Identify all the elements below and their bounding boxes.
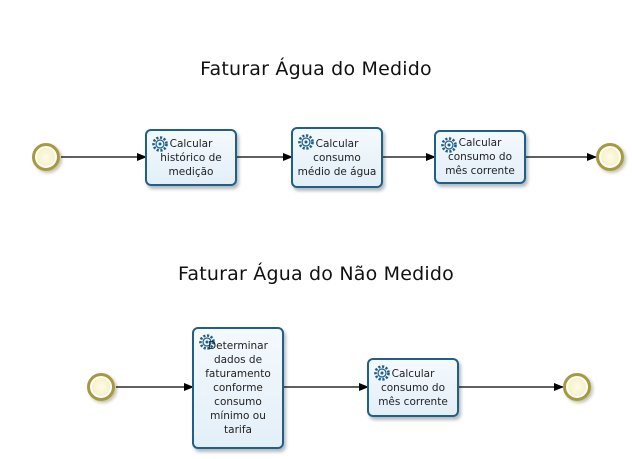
task-label: Calcular consumo do mês corrente (378, 367, 448, 408)
task-calcular-consumo-do-mes-corrente[interactable]: Calcular consumo do mês corrente (434, 130, 526, 184)
gear-icon (374, 365, 390, 381)
task-label: Calcular histórico de medição (160, 137, 222, 178)
start-event[interactable] (87, 373, 115, 401)
task-label: Calcular consumo médio de água (297, 137, 377, 178)
diagram-title: Faturar Água do Não Medido (178, 263, 454, 285)
task-calcular-historico-de-medicao[interactable]: Calcular histórico de medição (145, 129, 237, 186)
start-event[interactable] (32, 143, 60, 171)
task-calcular-consumo-do-mes-corrente[interactable]: Calcular consumo do mês corrente (367, 358, 459, 417)
task-label: Calcular consumo do mês corrente (445, 137, 515, 177)
gear-icon (152, 136, 168, 152)
gear-icon (199, 334, 215, 350)
task-label: Determinar dados de faturamento conforme… (205, 340, 271, 436)
gear-icon (441, 137, 457, 153)
diagram-title: Faturar Água do Medido (200, 58, 432, 80)
end-event[interactable] (563, 373, 591, 401)
task-calcular-consumo-medio-de-agua[interactable]: Calcular consumo médio de água (291, 127, 383, 188)
end-event[interactable] (596, 143, 624, 171)
task-determinar-dados-de-faturamento[interactable]: Determinar dados de faturamento conforme… (192, 327, 284, 449)
gear-icon (298, 134, 314, 150)
